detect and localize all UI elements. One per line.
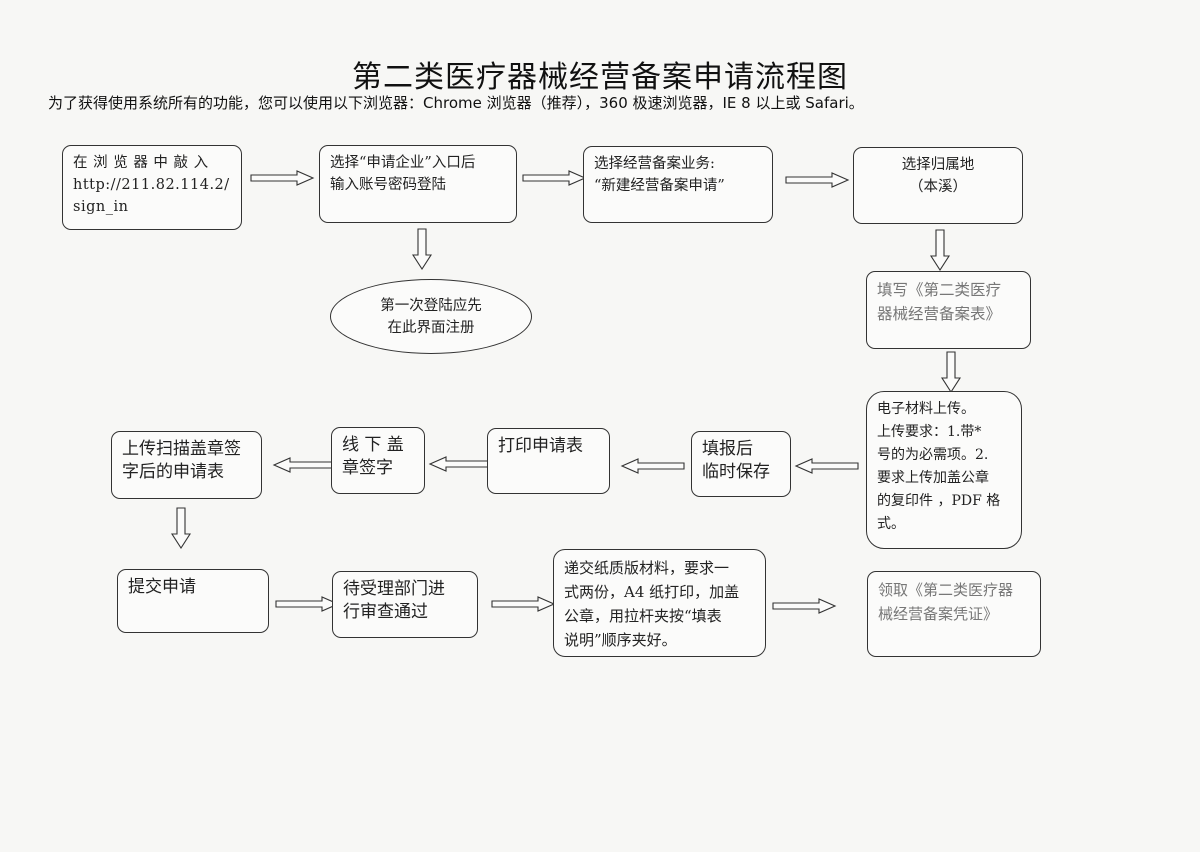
arrow-step1-step2: [250, 170, 314, 186]
browser-requirement-note: 为了获得使用系统所有的功能，您可以使用以下浏览器：Chrome 浏览器（推荐），…: [48, 94, 864, 112]
step-select-business: 选择经营备案业务: “新建经营备案申请”: [583, 146, 773, 223]
arrow-step9-step10: [273, 457, 337, 473]
step-fill-form: 填写《第二类医疗 器械经营备案表》: [866, 271, 1031, 349]
arrow-step8-step9: [429, 456, 493, 472]
note-first-register: 第一次登陆应先 在此界面注册: [330, 279, 532, 354]
step-collect-certificate: 领取《第二类医疗器 械经营备案凭证》: [867, 571, 1041, 657]
step-select-region: 选择归属地 （本溪）: [853, 147, 1023, 224]
step-upload-materials: 电子材料上传。 上传要求：1.带* 号的为必需项。2. 要求上传加盖公章 的复印…: [866, 391, 1022, 549]
step-login: 选择“申请企业”入口后 输入账号密码登陆: [319, 145, 517, 223]
step-print-form: 打印申请表: [487, 428, 610, 494]
step-temp-save: 填报后 临时保存: [691, 431, 791, 497]
step-submit: 提交申请: [117, 569, 269, 633]
page-title: 第二类医疗器械经营备案申请流程图: [352, 60, 848, 95]
arrow-step11-step12: [275, 596, 339, 612]
step-upload-scanned: 上传扫描盖章签 字后的申请表: [111, 431, 262, 499]
arrow-step3-step4: [785, 172, 849, 188]
arrow-step12-step13: [491, 596, 555, 612]
arrow-step13-step14: [772, 598, 836, 614]
step-offline-seal: 线 下 盖 章签字: [331, 427, 425, 494]
step-enter-url: 在 浏 览 器 中 敲 入 http://211.82.114.2/ sign_…: [62, 145, 242, 230]
arrow-step6-step7: [795, 458, 859, 474]
step-submit-paper: 递交纸质版材料，要求一 式两份，A4 纸打印，加盖 公章，用拉杆夹按“填表 说明…: [553, 549, 766, 657]
arrow-step4-step5: [930, 229, 950, 271]
arrow-step2-note: [412, 228, 432, 270]
step-review-approval: 待受理部门进 行审查通过: [332, 571, 478, 638]
arrow-step10-step11: [171, 507, 191, 549]
arrow-step2-step3: [522, 170, 586, 186]
arrow-step7-step8: [621, 458, 685, 474]
arrow-step5-step6: [941, 351, 961, 393]
